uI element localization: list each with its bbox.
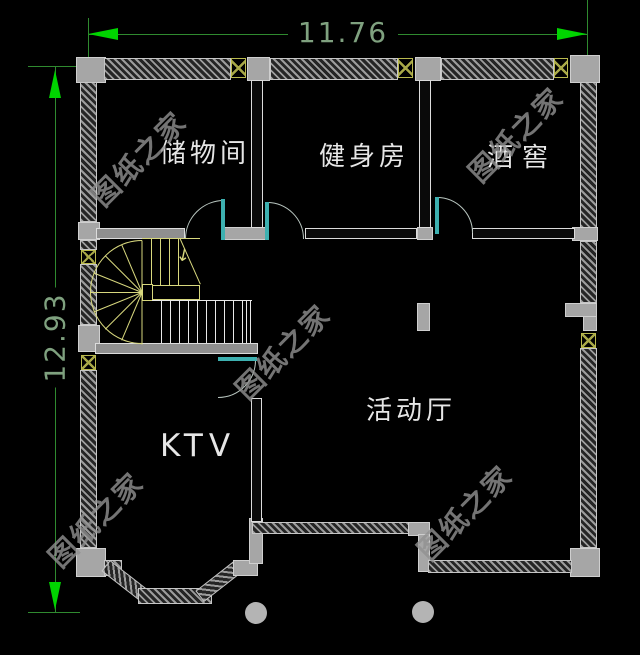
- bay-column-right: [233, 560, 258, 576]
- room-label-hall: 活动厅: [366, 396, 457, 426]
- top-wall-segment: [104, 58, 231, 80]
- left-wall-segment: [80, 370, 97, 548]
- corner-column-bottom-right: [570, 548, 600, 577]
- storage-door-leaf: [221, 199, 225, 240]
- right-wall-pilaster: [565, 303, 597, 317]
- left-dim-arrow-down: [49, 582, 61, 610]
- top-dim-label: 11.76: [288, 16, 398, 49]
- right-wall-segment: [580, 82, 597, 228]
- room-label-storage: 储物间: [160, 139, 251, 169]
- bottom-wall-segment: [252, 522, 418, 534]
- flue-left-2: [81, 355, 96, 370]
- interior-wall-a-block: [224, 227, 268, 240]
- stair-tread: [90, 292, 142, 293]
- stair-tread: [188, 300, 189, 343]
- room-label-gym: 健身房: [319, 142, 410, 172]
- round-column: [245, 602, 267, 624]
- lower-flight-edge: [152, 300, 252, 301]
- top-dim-extension-right: [587, 0, 588, 57]
- round-column: [412, 601, 434, 623]
- bottom-wall-segment: [428, 560, 572, 573]
- flue-right: [581, 333, 596, 348]
- left-wall-column-2: [78, 325, 100, 352]
- interior-wall-a: [96, 228, 185, 239]
- bottom-wall-step: [418, 534, 430, 572]
- left-dim-arrow-up: [49, 70, 61, 98]
- top-wall-column-1: [247, 57, 270, 81]
- divider-ktv-hall: [251, 398, 262, 522]
- stair-tread: [169, 238, 170, 287]
- stair-tread: [206, 300, 207, 343]
- stair-tread: [197, 300, 198, 343]
- stair-hall-wall: [95, 343, 258, 354]
- top-dim-arrow-left: [88, 28, 118, 40]
- stair-tread: [179, 300, 180, 343]
- right-wall-pilaster: [583, 316, 597, 331]
- stair-tread: [151, 238, 152, 287]
- ktv-door-leaf: [218, 357, 257, 361]
- flue-top-1: [231, 58, 246, 78]
- left-dim-extension-bottom: [28, 612, 80, 613]
- room-label-cellar: 酒窖: [487, 143, 558, 173]
- top-wall-segment: [441, 58, 554, 80]
- stair-tread: [215, 300, 216, 343]
- interior-wall-a: [472, 228, 575, 239]
- stair-tread: [233, 300, 234, 343]
- right-wall-column-1: [572, 227, 598, 241]
- stair-tread: [224, 300, 225, 343]
- stair-tread: [170, 300, 171, 343]
- left-dim-extension-top: [28, 66, 80, 67]
- flue-top-2: [398, 58, 413, 78]
- room-label-ktv: KTV: [160, 428, 237, 464]
- flue-left-1: [81, 250, 96, 264]
- stair-newel: [142, 284, 153, 301]
- stair-tread: [242, 300, 243, 343]
- divider-gym-cellar: [419, 80, 431, 228]
- interior-wall-a: [305, 228, 417, 239]
- corner-column-top-left: [76, 57, 106, 83]
- gym-door-leaf: [265, 202, 269, 240]
- left-wall-segment: [80, 240, 97, 250]
- top-wall-segment: [270, 58, 398, 80]
- upper-flight-edge: [142, 238, 200, 239]
- stair-tread: [161, 300, 162, 343]
- interior-wall-a-block: [417, 227, 433, 240]
- cellar-door-leaf: [435, 197, 439, 234]
- right-wall-segment: [580, 348, 597, 548]
- flue-top-3: [554, 58, 568, 78]
- top-wall-column-2: [415, 57, 441, 81]
- top-dim-arrow-right: [557, 28, 587, 40]
- hall-pier: [417, 303, 430, 331]
- corner-column-top-right: [570, 55, 600, 83]
- stair-tread: [178, 238, 179, 287]
- left-dim-label: 12.93: [38, 287, 72, 388]
- left-wall-segment: [80, 82, 97, 222]
- lower-flight-right-edge: [250, 300, 251, 343]
- divider-storage-gym: [251, 80, 263, 228]
- watermark: 图纸之家: [410, 458, 520, 568]
- lower-flight-right-edge: [246, 300, 247, 343]
- right-wall-segment: [580, 241, 597, 303]
- stair-direction-arrow: ↓: [174, 244, 193, 268]
- stair-tread: [160, 238, 161, 287]
